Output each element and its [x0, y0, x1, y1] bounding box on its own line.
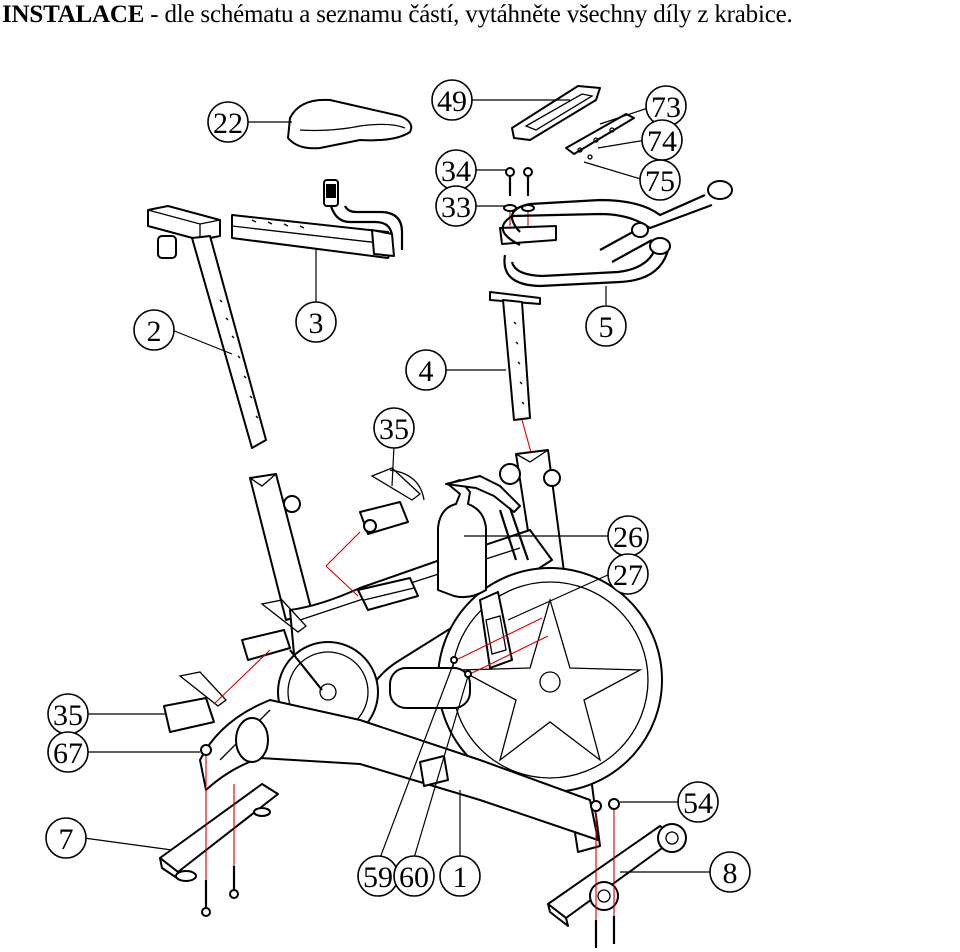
console-part [511, 85, 635, 160]
callout-35-upper: 35 [373, 407, 415, 449]
callout-33-label: 33 [441, 191, 471, 224]
callout-60: 60 [393, 855, 435, 897]
callout-54-label: 54 [683, 787, 713, 820]
callout-49-label: 49 [437, 85, 467, 118]
callout-59: 59 [357, 855, 399, 897]
callout-27-label: 27 [613, 559, 643, 592]
title-bold: INSTALACE [2, 1, 145, 28]
callout-60-label: 60 [399, 861, 429, 894]
callout-4: 4 [405, 349, 447, 391]
callout-4-label: 4 [419, 355, 434, 388]
callout-74-label: 74 [647, 125, 677, 158]
callout-2-label: 2 [147, 315, 162, 348]
seat-slider-part [231, 214, 395, 259]
callout-26-label: 26 [613, 521, 643, 554]
handlebar-bolts [503, 167, 535, 226]
pedal-lower-part [163, 599, 307, 733]
bracket-bolts [450, 617, 549, 678]
seat-part [287, 98, 413, 250]
callout-59-label: 59 [363, 861, 393, 894]
callout-1-label: 1 [453, 861, 468, 894]
callout-34: 34 [435, 149, 477, 191]
handlebar-post-part [489, 291, 541, 457]
callout-7: 7 [45, 817, 87, 859]
leader-lines [83, 99, 712, 873]
callout-22: 22 [207, 101, 249, 143]
callout-35-lower-label: 35 [53, 699, 83, 732]
callout-49: 49 [431, 79, 473, 121]
callout-75-label: 75 [645, 165, 675, 198]
callout-5-label: 5 [599, 311, 614, 344]
callout-22-label: 22 [213, 107, 243, 140]
callout-54: 54 [677, 781, 719, 823]
callout-3: 3 [295, 301, 337, 343]
callout-33: 33 [435, 185, 477, 227]
callout-73-label: 73 [651, 91, 681, 124]
callout-67-label: 67 [53, 737, 83, 770]
callout-74: 74 [641, 119, 683, 161]
callout-73: 73 [645, 85, 687, 127]
callout-75: 75 [639, 159, 681, 201]
pedal-upper-part [325, 467, 425, 597]
callout-8-label: 8 [723, 857, 738, 890]
callout-3-label: 3 [309, 307, 324, 340]
page-title: INSTALACE - dle schématu a seznamu částí… [2, 0, 793, 30]
callout-67: 67 [47, 731, 89, 773]
seat-post-part [147, 205, 267, 449]
callout-35-lower: 35 [47, 693, 89, 735]
handlebar-part [499, 180, 733, 288]
callout-7-label: 7 [59, 823, 74, 856]
front-stabilizer-part [159, 744, 279, 917]
callout-34-label: 34 [441, 155, 471, 188]
title-rest: - dle schématu a seznamu částí, vytáhnět… [144, 1, 793, 28]
frame-part [199, 449, 663, 853]
callout-8: 8 [709, 851, 751, 893]
callout-27: 27 [607, 553, 649, 595]
callout-26: 26 [607, 515, 649, 557]
callout-35-upper-label: 35 [379, 413, 409, 446]
callout-5: 5 [585, 305, 627, 347]
callout-1: 1 [439, 855, 481, 897]
rear-stabilizer-part [547, 798, 687, 948]
callout-2: 2 [133, 309, 175, 351]
